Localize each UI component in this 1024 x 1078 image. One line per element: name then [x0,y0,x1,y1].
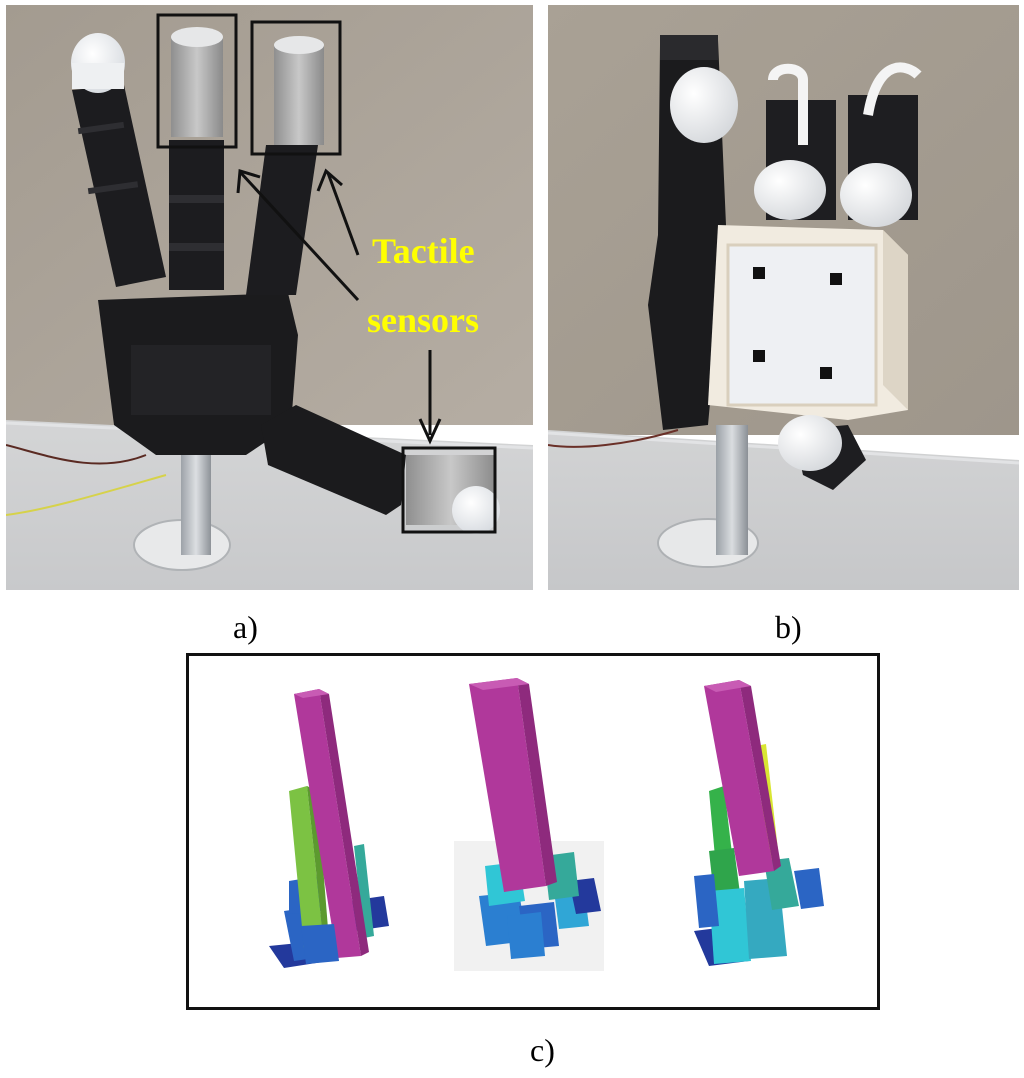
visualization-3 [694,680,824,966]
caption-c: c) [530,1032,555,1068]
grasped-cube-photo [548,5,1019,590]
bar-visualization [269,678,824,971]
tactile-label-line2: sensors [367,300,480,340]
robot-hand-photo [6,5,533,590]
visualization-1 [269,689,389,968]
visualization-2 [454,678,604,971]
visualization-frame [186,653,880,1010]
caption-b: b) [775,609,802,645]
caption-a: a) [233,609,258,645]
tactile-label-line1: Tactile [372,231,475,271]
photo-panel-b [548,5,1019,590]
photo-panel-a [6,5,533,590]
